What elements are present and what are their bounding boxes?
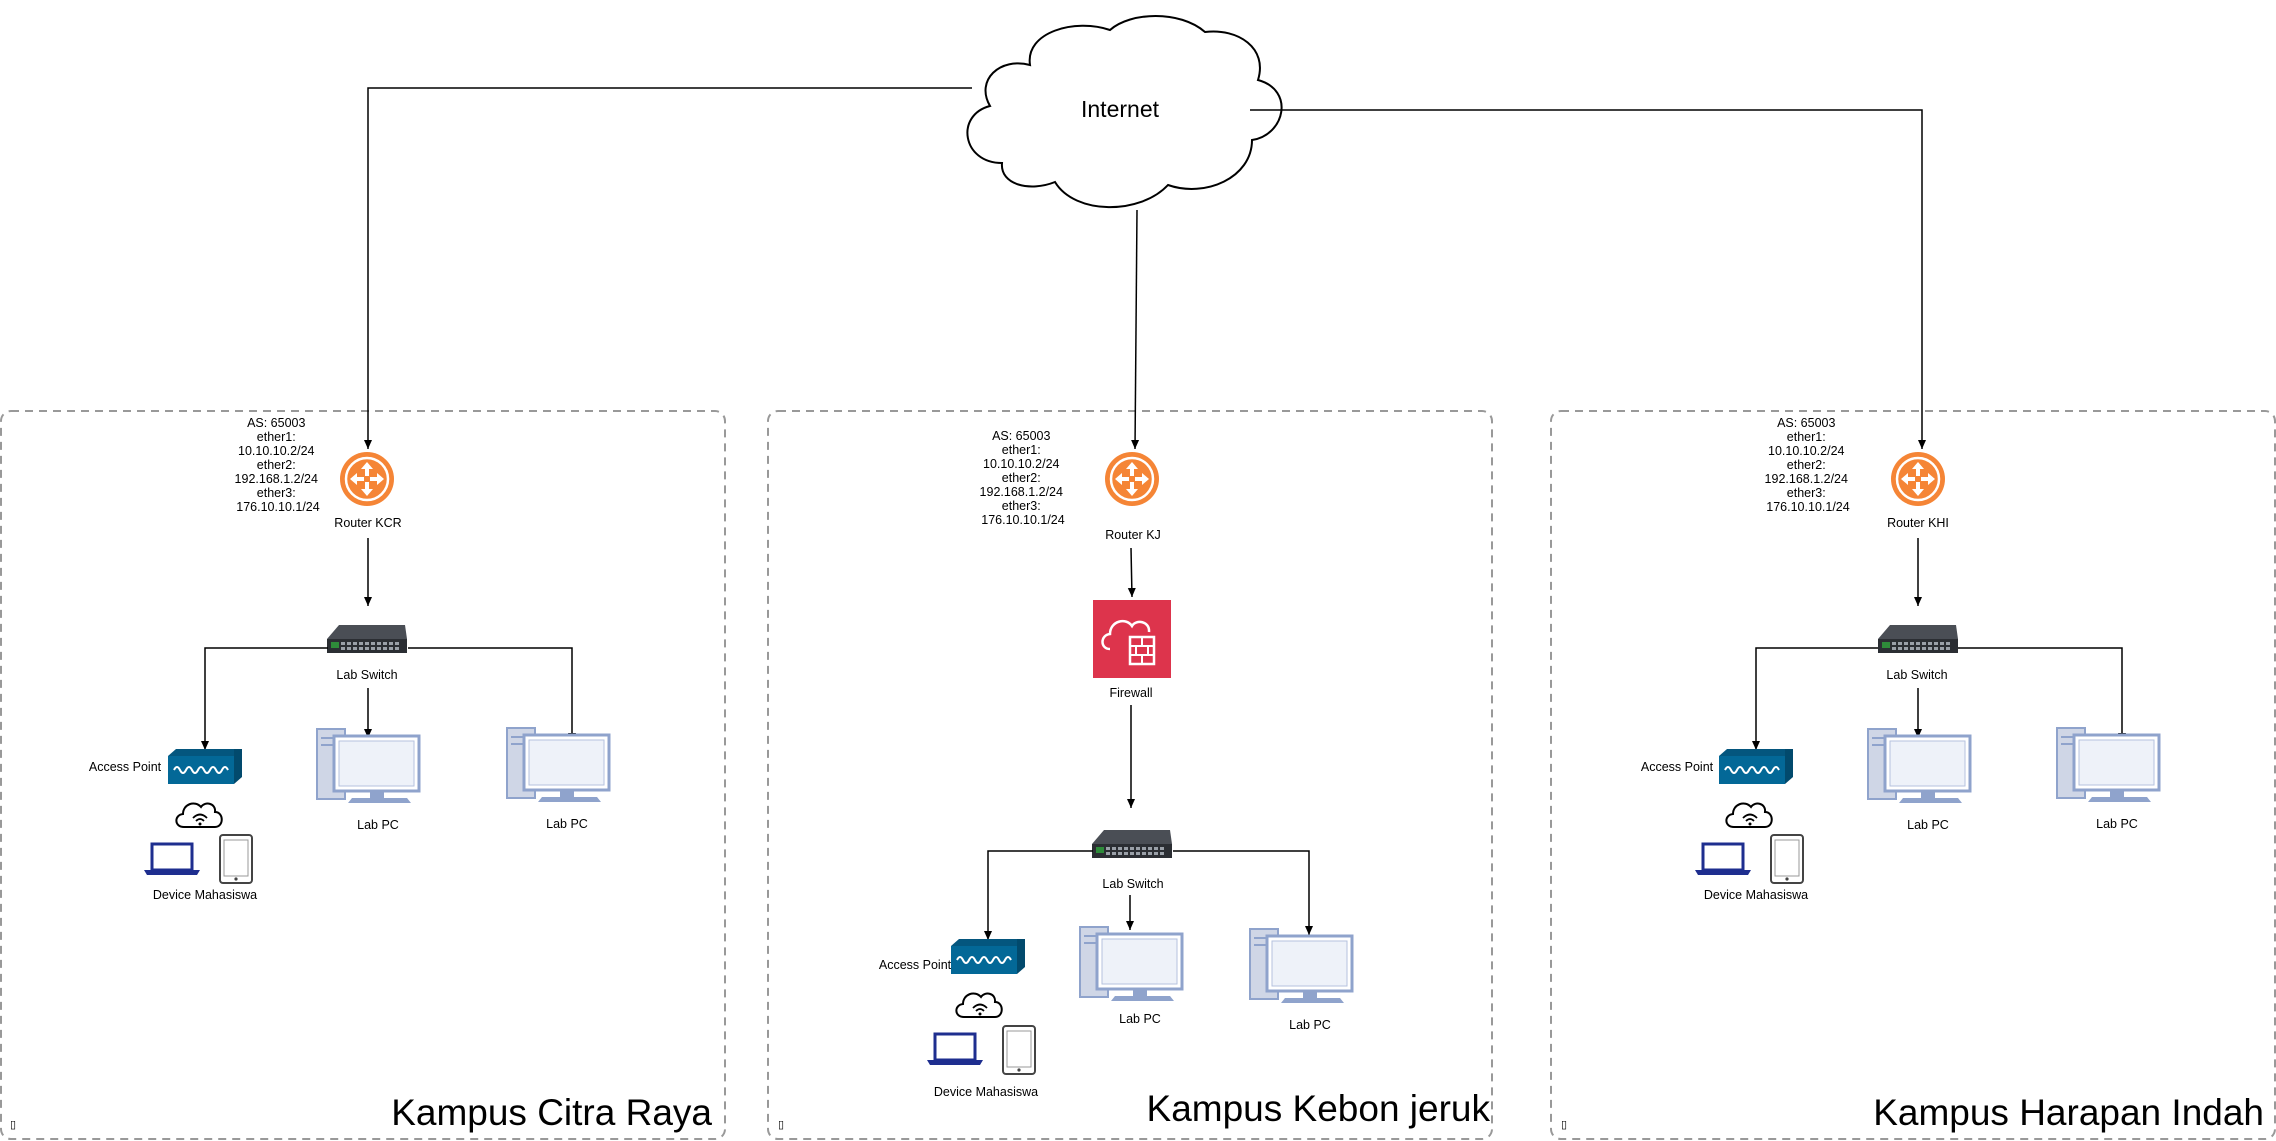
link-internet-router-khi <box>1250 109 1926 449</box>
link-router-firewall <box>1127 547 1136 598</box>
devices-label: Device Mahasiswa <box>153 888 257 902</box>
campus-title: Kampus Citra Raya <box>391 1092 712 1133</box>
corner-marker: ▯ <box>10 1119 16 1131</box>
pc-icon <box>315 727 421 805</box>
switch-label: Lab Switch <box>1886 668 1947 682</box>
corner-marker: ▯ <box>1561 1119 1567 1131</box>
laptop-icon <box>142 842 202 877</box>
pc-icon <box>1866 727 1972 805</box>
link-switch-pc2 <box>1958 647 2126 742</box>
firewall-icon <box>1091 598 1173 680</box>
wifi-cloud-icon <box>1725 802 1773 828</box>
link-switch-ap <box>1752 647 1878 750</box>
switch-icon <box>1092 830 1172 858</box>
tablet-icon <box>219 834 253 884</box>
firewall-label: Firewall <box>1109 686 1152 700</box>
campus-box-harapan-indah <box>1550 410 2276 1140</box>
router-label-kcr: Router KCR <box>334 516 401 530</box>
router-icon <box>1889 450 1947 508</box>
pc-label: Lab PC <box>1907 818 1949 832</box>
tablet-icon <box>1002 1025 1036 1075</box>
access-point-icon <box>167 748 243 785</box>
pc-icon <box>505 726 611 804</box>
pc-icon <box>1078 925 1184 1003</box>
devices-label: Device Mahasiswa <box>1704 888 1808 902</box>
wifi-cloud-icon <box>175 802 223 828</box>
pc-label: Lab PC <box>1119 1012 1161 1026</box>
internet-label: Internet <box>1081 96 1160 122</box>
campus-box-kebon-jeruk <box>767 410 1493 1140</box>
internet-cloud <box>966 15 1283 209</box>
access-point-icon <box>950 938 1026 975</box>
wifi-cloud-icon <box>955 992 1003 1018</box>
access-point-label: Access Point <box>89 760 162 774</box>
switch-label: Lab Switch <box>336 668 397 682</box>
pc-icon <box>1248 927 1354 1005</box>
corner-marker: ▯ <box>778 1119 784 1131</box>
tablet-icon <box>1770 834 1804 884</box>
link-switch-pc2 <box>408 647 576 742</box>
access-point-icon <box>1718 748 1794 785</box>
link-internet-router-kj <box>1131 209 1140 450</box>
switch-icon <box>327 625 407 653</box>
link-switch-ap <box>201 647 328 750</box>
pc-label: Lab PC <box>2096 817 2138 831</box>
router-info-kcr: AS: 65003 ether1: 10.10.10.2/24 ether2: … <box>235 416 322 514</box>
switch-label: Lab Switch <box>1102 877 1163 891</box>
campus-kebon-jeruk: AS: 65003 ether1: 10.10.10.2/24 ether2: … <box>879 429 1491 1129</box>
pc-icon <box>2055 726 2161 804</box>
campus-title: Kampus Kebon jeruk <box>1147 1088 1491 1129</box>
campus-box-citra-raya <box>0 410 726 1140</box>
link-internet-router-kcr <box>364 87 972 449</box>
pc-label: Lab PC <box>357 818 399 832</box>
router-icon <box>1103 450 1161 508</box>
laptop-icon <box>925 1032 985 1067</box>
link-switch-ap <box>984 850 1093 940</box>
laptop-icon <box>1693 842 1753 877</box>
router-icon <box>338 450 396 508</box>
campus-title: Kampus Harapan Indah <box>1873 1092 2264 1133</box>
access-point-label: Access Point <box>1641 760 1714 774</box>
pc-label: Lab PC <box>1289 1018 1331 1032</box>
router-label-kj: Router KJ <box>1105 528 1161 542</box>
devices-label: Device Mahasiswa <box>934 1085 1038 1099</box>
pc-label: Lab PC <box>546 817 588 831</box>
link-switch-pc2 <box>1173 850 1313 935</box>
access-point-label: Access Point <box>879 958 952 972</box>
router-info-khi: AS: 65003 ether1: 10.10.10.2/24 ether2: … <box>1765 416 1852 514</box>
router-label-khi: Router KHI <box>1887 516 1949 530</box>
campus-citra-raya: AS: 65003 ether1: 10.10.10.2/24 ether2: … <box>89 416 713 1133</box>
router-info-kj: AS: 65003 ether1: 10.10.10.2/24 ether2: … <box>980 429 1067 527</box>
switch-icon <box>1878 625 1958 653</box>
campus-harapan-indah: AS: 65003 ether1: 10.10.10.2/24 ether2: … <box>1641 416 2264 1133</box>
